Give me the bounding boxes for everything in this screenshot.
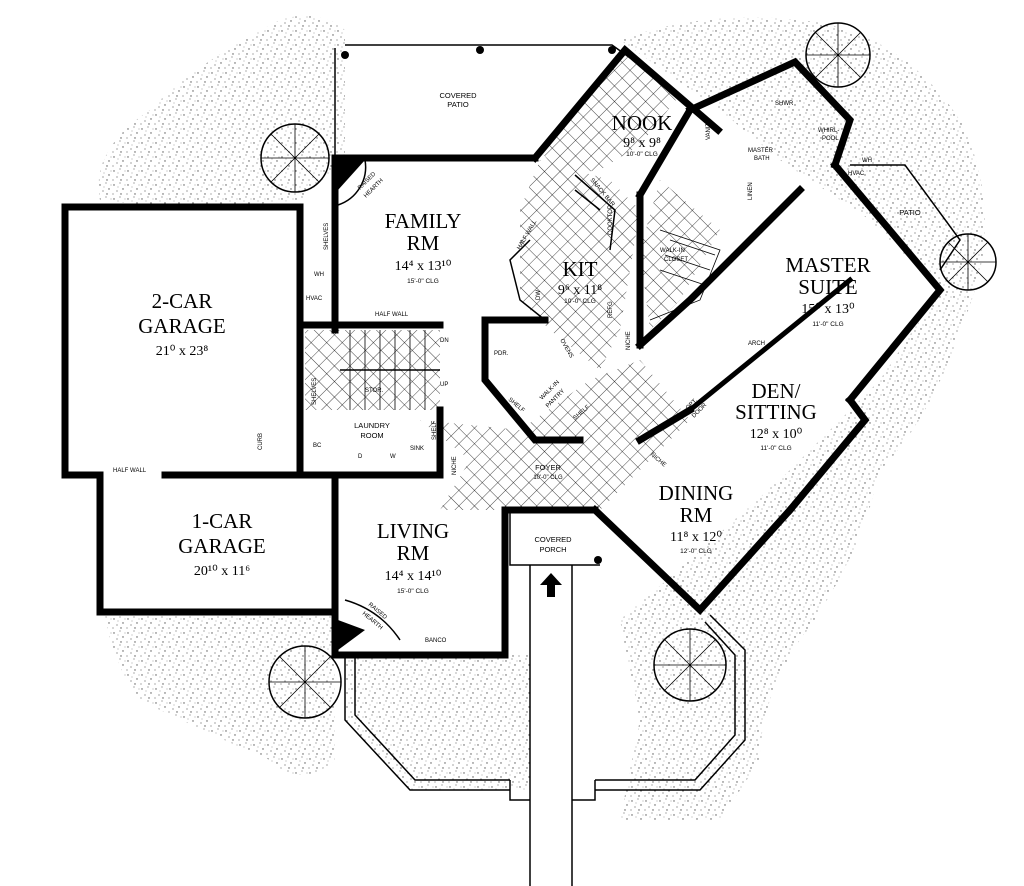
shwr-label: SHWR [775,101,794,107]
hvac-label-right: HVAC [848,171,865,177]
hvac-label-left: HVAC [306,296,323,302]
whirlpool-label-2: POOL [822,136,839,142]
family-label-2: RM [407,231,440,255]
master-bath-label-2: BATH [754,156,770,162]
dryer-label: D [358,454,363,460]
garage2-label-2: GARAGE [138,314,226,338]
garage1-label-2: GARAGE [178,534,266,558]
master-suite-label-2: SUITE [798,275,858,299]
walkin-closet-label-1: WALK-IN [660,248,685,254]
washer-label: W [390,454,396,460]
living-label-2: RM [397,541,430,565]
covered-porch-label-1: COVERED [534,535,572,544]
dw-label: DW [536,290,542,300]
curb-label: CURB [258,433,264,450]
nook-label: NOOK [612,111,673,135]
master-patio [850,164,961,271]
arch-label: ARCH [748,341,765,347]
cooktop-label: COOKTOP [608,205,614,235]
niche-label-kitchen: NICHE [626,331,632,350]
trees [260,22,997,719]
walk-in-closet [649,229,721,321]
master-bath-label-1: MASTER [748,148,774,154]
wh-label-left: WH [314,272,324,278]
covered-patio-label-1: COVERED [439,91,477,100]
half-wall-label-family: HALF WALL [375,312,409,318]
stairs [340,330,440,410]
foyer-label: FOYER [535,463,561,472]
dining-dim: 11⁸ x 12⁰ [670,530,722,545]
garage2-dim: 21⁰ x 23⁸ [156,344,209,359]
stor-label: STOR. [365,388,384,394]
covered-porch-label-2: PORCH [539,545,566,554]
family-dim: 14⁴ x 13¹⁰ [395,259,452,274]
tile-floors [305,50,720,510]
dn-label: DN [440,338,449,344]
nook-clg: 10'-0" CLG [626,151,658,158]
laundry-label-2: ROOM [360,431,383,440]
family-label-1: FAMILY [385,209,462,233]
entry-walk [509,510,602,886]
half-wall-label-garage: HALF WALL [113,468,147,474]
nook-dim: 9⁸ x 9⁸ [623,136,661,151]
shelf-label-laundry: SHELF [432,420,438,440]
kit-label: KIT [563,257,598,281]
vanity-label: VANITY [706,119,712,140]
bc-label: BC [313,443,322,449]
covered-patio-label-2: PATIO [447,100,469,109]
garage2-label-1: 2-CAR [152,289,213,313]
dining-label-2: RM [680,503,713,527]
up-label: UP [440,382,448,388]
banco-label: BANCO [425,638,447,644]
shelves-label-family: SHELVES [324,223,330,250]
garage1-label-1: 1-CAR [192,509,253,533]
dining-label-1: DINING [659,481,734,505]
linen-label: LINEN [748,182,754,200]
foyer-clg: 10'-0" CLG [533,475,563,481]
den-label-1: DEN/ [752,379,801,403]
sink-label: SINK [410,446,424,452]
master-suite-label-1: MASTER [785,253,870,277]
shelves-label-laundry: SHELVES [312,378,318,405]
niche-label-dining: NICHE [649,452,667,469]
fireplaces [337,159,401,650]
kitchen-counter [509,174,616,321]
kit-clg: 10'-0" CLG [564,298,596,305]
pdr-label: PDR. [494,351,509,357]
family-clg: 15'-0" CLG [407,278,439,285]
master-suite-dim: 15⁰ x 13⁰ [801,302,855,317]
living-clg: 15'-0" CLG [397,588,429,595]
walkin-closet-label-2: CLOSET [664,257,688,263]
living-label-1: LIVING [377,519,449,543]
laundry-label-1: LAUNDRY [354,421,390,430]
patio-label: PATIO [899,208,921,217]
landscaping [98,15,985,820]
dining-clg: 12'-0" CLG [680,548,712,555]
living-dim: 14⁴ x 14¹⁰ [385,569,442,584]
garage1-dim: 20¹⁰ x 11⁶ [194,564,250,579]
den-label-2: SITTING [735,400,817,424]
den-clg: 11'-0" CLG [760,445,791,452]
kit-dim: 9⁶ x 11⁸ [558,283,602,298]
whirlpool-label-1: WHIRL- [818,128,839,134]
courtyard-wall [344,614,746,801]
refg-label: REFG [608,301,614,318]
den-dim: 12⁸ x 10⁰ [750,427,803,442]
exterior-walls [61,45,945,659]
niche-label-foyer: NICHE [452,456,458,475]
wh-label-right: WH [862,158,872,164]
master-suite-clg: 11'-0" CLG [812,321,843,328]
room-labels: COVERED PATIO NOOK 9⁸ x 9⁸ 10'-0" CLG FA… [138,91,921,595]
